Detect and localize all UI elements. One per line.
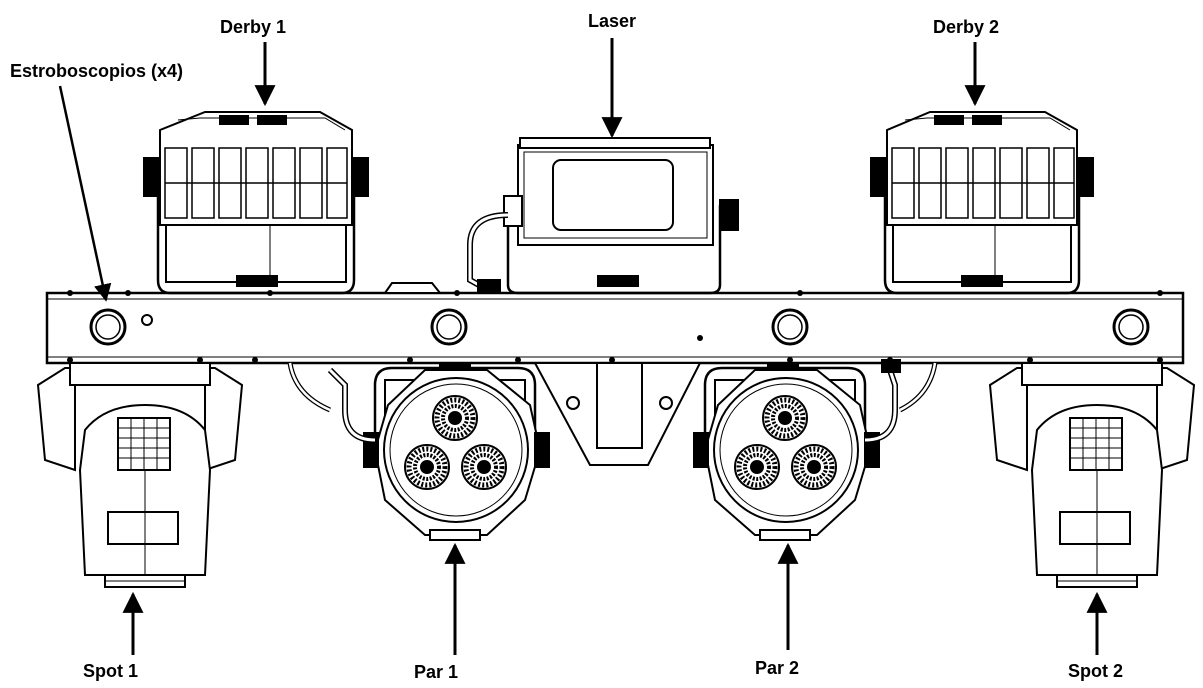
spot-2-fixture (988, 362, 1196, 588)
par-1-fixture (287, 362, 550, 541)
derby-1-fixture (143, 111, 369, 295)
strobe-4 (1112, 308, 1150, 346)
label-laser: Laser (588, 11, 637, 31)
derby-2-fixture (870, 111, 1094, 295)
center-bracket (533, 362, 702, 466)
arrow-strobes (58, 85, 112, 302)
spot-1-fixture (36, 362, 244, 588)
label-par-2: Par 2 (755, 658, 800, 678)
strobe-1 (89, 308, 127, 346)
strobe-3 (771, 308, 809, 346)
strobe-2 (430, 308, 468, 346)
label-strobes: Estroboscopios (x4) (10, 61, 184, 81)
main-bar (45, 282, 1185, 365)
label-derby-2: Derby 2 (933, 17, 1000, 37)
par-2-fixture (693, 359, 938, 541)
laser-fixture (467, 137, 739, 295)
label-spot-2: Spot 2 (1068, 661, 1124, 681)
label-derby-1: Derby 1 (220, 17, 287, 37)
label-par-1: Par 1 (414, 662, 459, 682)
label-spot-1: Spot 1 (83, 661, 139, 681)
